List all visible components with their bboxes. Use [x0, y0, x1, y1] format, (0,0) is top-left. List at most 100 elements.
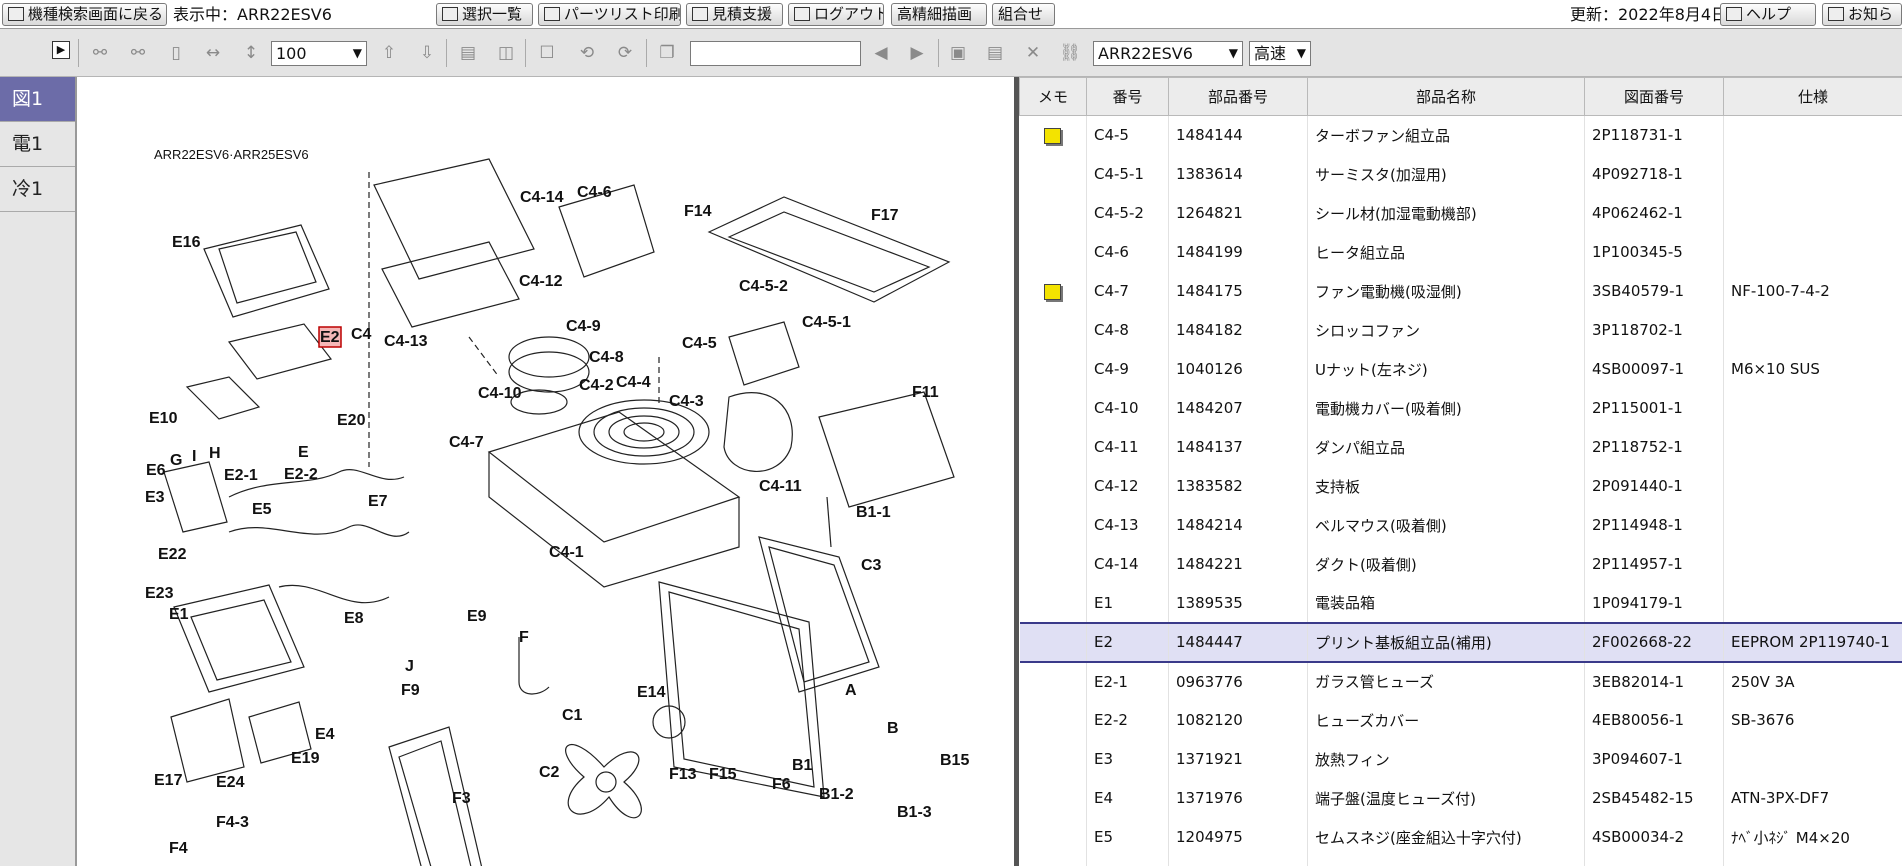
actual-size-icon[interactable]: ▯: [171, 43, 181, 63]
fit-width-icon[interactable]: ↔: [205, 43, 221, 63]
tab-electrical-1[interactable]: 電1: [0, 122, 75, 167]
column-header-part-name[interactable]: 部品名称: [1307, 77, 1585, 116]
callout-c4-5[interactable]: C4-5: [682, 335, 717, 352]
callout-f[interactable]: F: [519, 629, 529, 646]
callout-e2-2[interactable]: E2-2: [284, 466, 318, 483]
callout-c1[interactable]: C1: [562, 707, 583, 724]
callout-f3[interactable]: F3: [452, 790, 471, 807]
callout-e23[interactable]: E23: [145, 585, 174, 602]
high-resolution-button[interactable]: 高精細描画: [891, 3, 987, 26]
memo-cell[interactable]: [1019, 700, 1087, 740]
callout-f11[interactable]: F11: [912, 384, 939, 401]
notice-button[interactable]: お知ら: [1822, 3, 1902, 26]
column-header-part-number[interactable]: 部品番号: [1168, 77, 1308, 116]
exploded-parts-diagram[interactable]: ARR22ESV6·ARR25ESV6 E16 E2 C4 E10 E20 G …: [79, 77, 1014, 866]
callout-e22[interactable]: E22: [158, 546, 187, 563]
callout-c4-14[interactable]: C4-14: [520, 189, 564, 206]
page-up-icon[interactable]: ⇧: [381, 43, 397, 63]
help-button[interactable]: ヘルプ: [1720, 3, 1816, 26]
callout-e9[interactable]: E9: [467, 608, 487, 625]
memo-cell[interactable]: [1019, 466, 1087, 506]
next-result-icon[interactable]: ▶: [910, 43, 924, 63]
memo-cell[interactable]: [1019, 856, 1087, 866]
memo-cell[interactable]: [1019, 621, 1087, 663]
export-icon[interactable]: ▣: [949, 43, 967, 63]
memo-cell[interactable]: [1019, 193, 1087, 233]
split-horizontal-icon[interactable]: ▤: [459, 43, 477, 63]
select-list-button[interactable]: 選択一覧: [436, 3, 533, 26]
callout-c4-1[interactable]: C4-1: [549, 544, 584, 561]
callout-c4-3[interactable]: C4-3: [669, 393, 704, 410]
memo-cell[interactable]: [1019, 739, 1087, 779]
callout-g[interactable]: G: [170, 452, 182, 469]
panel-splitter[interactable]: [1014, 77, 1019, 866]
callout-f13[interactable]: F13: [669, 766, 697, 783]
memo-cell[interactable]: [1019, 349, 1087, 389]
tab-refrigerant-1[interactable]: 冷1: [0, 167, 75, 212]
callout-b1-3[interactable]: B1-3: [897, 804, 932, 821]
memo-cell[interactable]: [1019, 427, 1087, 467]
callout-i[interactable]: I: [192, 448, 196, 465]
callout-e16[interactable]: E16: [172, 234, 201, 251]
memo-cell[interactable]: [1019, 310, 1087, 350]
fit-height-icon[interactable]: ↕: [243, 43, 259, 63]
callout-b1-2[interactable]: B1-2: [819, 786, 854, 803]
callout-c4-6[interactable]: C4-6: [577, 184, 612, 201]
callout-b1[interactable]: B1: [792, 757, 813, 774]
callout-f14-top[interactable]: F14: [684, 203, 712, 220]
print-parts-list-button[interactable]: パーツリスト印刷: [538, 3, 681, 26]
e2-highlight-box[interactable]: [318, 326, 342, 348]
zoom-level-select[interactable]: 100▼: [271, 41, 367, 66]
callout-e5[interactable]: E5: [252, 501, 272, 518]
memo-cell[interactable]: [1019, 388, 1087, 428]
callout-c4-10[interactable]: C4-10: [478, 385, 522, 402]
callout-e19[interactable]: E19: [291, 750, 320, 767]
memo-cell[interactable]: [1019, 817, 1087, 857]
callout-f4[interactable]: F4: [169, 840, 188, 857]
rotate-left-icon[interactable]: ⟲: [579, 43, 595, 63]
memo-cell[interactable]: [1019, 583, 1087, 623]
callout-b1-1[interactable]: B1-1: [856, 504, 891, 521]
memo-cell[interactable]: [1019, 154, 1087, 194]
callout-f17[interactable]: F17: [871, 207, 899, 224]
logout-button[interactable]: ログアウト: [788, 3, 884, 26]
memo-cell[interactable]: [1019, 232, 1087, 272]
callout-e1[interactable]: E1: [169, 606, 189, 623]
callout-b[interactable]: B: [887, 720, 899, 737]
callout-c4-4[interactable]: C4-4: [616, 374, 651, 391]
callout-c4-8[interactable]: C4-8: [589, 349, 624, 366]
close-icon[interactable]: ✕: [1025, 43, 1041, 63]
parts-search-input[interactable]: [690, 41, 861, 66]
zoom-out-icon[interactable]: ⚯: [130, 43, 146, 63]
callout-h[interactable]: H: [209, 445, 221, 462]
column-header-spec[interactable]: 仕様: [1723, 77, 1902, 116]
callout-f9[interactable]: F9: [401, 682, 420, 699]
callout-e10[interactable]: E10: [149, 410, 178, 427]
copy-page-icon[interactable]: ❐: [659, 43, 675, 63]
callout-c4-13[interactable]: C4-13: [384, 333, 428, 350]
memo-cell[interactable]: [1019, 778, 1087, 818]
callout-e3[interactable]: E3: [145, 489, 165, 506]
page-down-icon[interactable]: ⇩: [419, 43, 435, 63]
memo-note-icon[interactable]: [1044, 127, 1062, 144]
callout-c2[interactable]: C2: [539, 764, 560, 781]
memo-cell[interactable]: [1019, 271, 1087, 311]
callout-c4[interactable]: C4: [351, 326, 372, 343]
callout-f4-3[interactable]: F4-3: [216, 814, 249, 831]
zoom-in-icon[interactable]: ⚯: [92, 43, 108, 63]
callout-e[interactable]: E: [298, 444, 309, 461]
callout-f15[interactable]: F15: [709, 766, 737, 783]
table-row[interactable]: E61371969サーミスタ4EB79937-5: [1019, 856, 1902, 866]
render-speed-select[interactable]: 高速▼: [1249, 41, 1311, 66]
magnifier-icon[interactable]: ☐: [539, 43, 555, 63]
memo-cell[interactable]: [1019, 544, 1087, 584]
callout-e17[interactable]: E17: [154, 772, 183, 789]
